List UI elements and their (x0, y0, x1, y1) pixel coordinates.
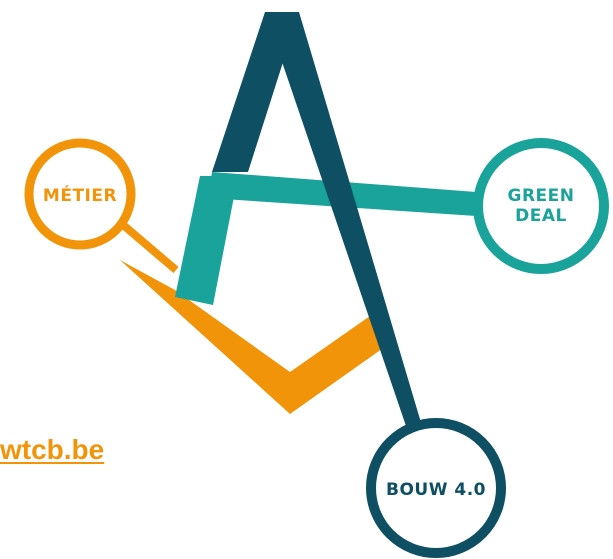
bouw-label: BOUW 4.0 (386, 480, 486, 500)
bouw-circle (366, 418, 506, 558)
dark-left-stroke (212, 12, 299, 172)
green-deal-label-line2: DEAL (515, 206, 567, 226)
metier-connector (119, 220, 179, 274)
orange-chevron (120, 260, 386, 414)
metier-circle (24, 138, 136, 250)
website-link[interactable]: wtcb.be (0, 434, 105, 465)
dark-right-leg (265, 12, 422, 426)
metier-label: MÉTIER (43, 184, 117, 206)
teal-left-leg (175, 176, 238, 305)
green-deal-label-line1: GREEN (508, 186, 575, 206)
green-deal-circle (473, 138, 609, 274)
